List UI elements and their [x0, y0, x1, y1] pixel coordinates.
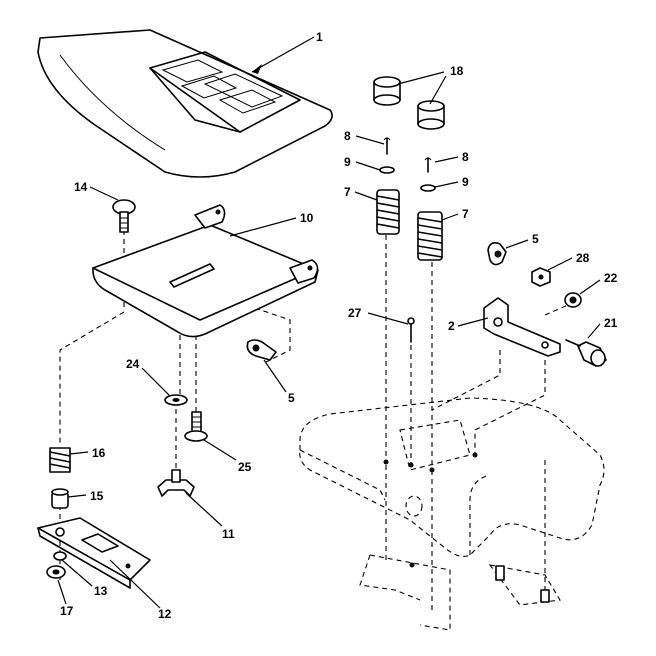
callout-15: 15 — [90, 489, 104, 503]
callout-18: 18 — [450, 64, 464, 78]
seat-plate — [37, 517, 151, 589]
pin-27 — [407, 317, 415, 343]
carriage-bolt — [112, 199, 136, 233]
bumper-left — [373, 76, 401, 106]
spring-left — [376, 189, 400, 235]
callout-21: 21 — [604, 316, 618, 330]
spring-right — [417, 211, 443, 261]
pin-right — [420, 157, 436, 192]
callout-labels: 1 18 8 9 7 8 9 7 14 10 5 28 22 27 2 21 2… — [60, 30, 618, 621]
callout-1: 1 — [316, 30, 323, 44]
callout-16: 16 — [92, 446, 106, 460]
callout-9-right: 9 — [462, 175, 469, 189]
callout-28: 28 — [576, 251, 590, 265]
callout-27: 27 — [348, 306, 362, 320]
adjustment-knob — [157, 469, 195, 497]
callout-7-left: 7 — [344, 185, 351, 199]
callout-9-left: 9 — [344, 155, 351, 169]
callout-24: 24 — [126, 357, 140, 371]
knob-21 — [565, 339, 607, 367]
seat-pan — [92, 204, 319, 338]
callout-7-right: 7 — [462, 207, 469, 221]
nut-17 — [46, 565, 66, 579]
bumper-right — [417, 100, 445, 130]
callout-13: 13 — [94, 584, 108, 598]
callout-8-left: 8 — [344, 129, 351, 143]
callout-2: 2 — [448, 319, 455, 333]
callout-12: 12 — [158, 607, 172, 621]
nut-13 — [53, 551, 67, 561]
clip-left — [246, 339, 277, 361]
tractor-frame-outline — [299, 397, 605, 631]
nut-28 — [531, 267, 551, 287]
assembly-guide-lines — [59, 230, 576, 610]
shoulder-bolt — [184, 411, 208, 442]
callout-11: 11 — [222, 527, 235, 541]
callout-10: 10 — [300, 211, 314, 225]
spring-16 — [49, 447, 71, 473]
seat-cushion — [37, 29, 333, 178]
callout-5-left: 5 — [288, 391, 295, 405]
washer-24 — [164, 394, 188, 406]
callout-8-right: 8 — [462, 150, 469, 164]
callout-22: 22 — [604, 271, 618, 285]
callout-25: 25 — [238, 460, 252, 474]
washer-22 — [564, 292, 582, 308]
callout-5-right: 5 — [532, 232, 539, 246]
callout-14: 14 — [74, 180, 88, 194]
callout-17: 17 — [60, 604, 74, 618]
leader-lines — [57, 36, 601, 609]
bushing-15 — [51, 488, 69, 509]
bracket-2 — [483, 297, 561, 357]
clip-right — [487, 242, 507, 266]
